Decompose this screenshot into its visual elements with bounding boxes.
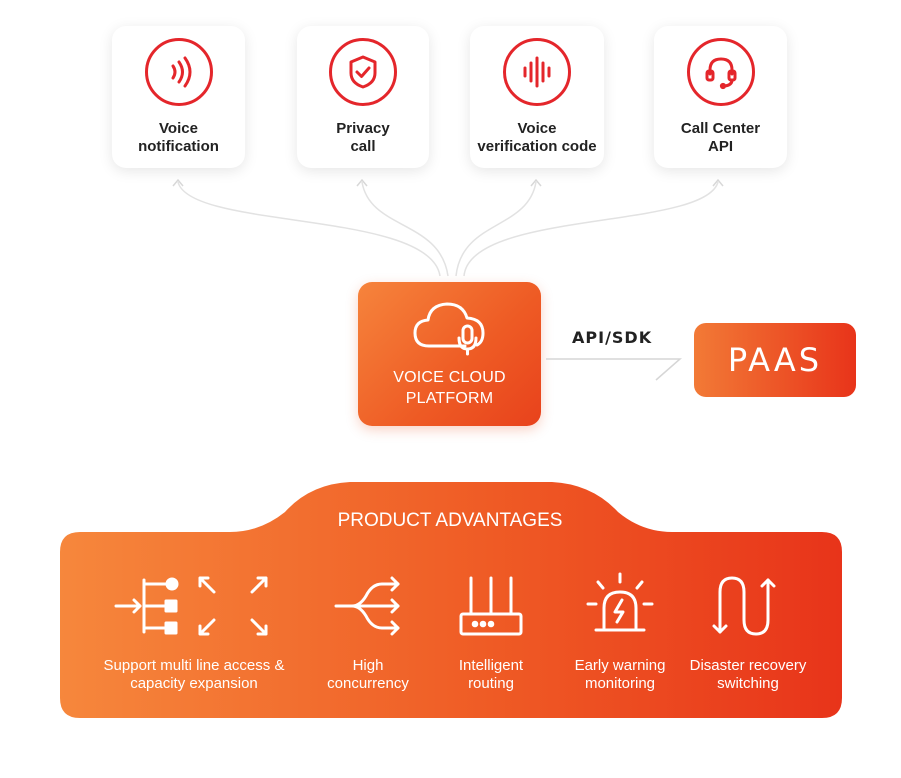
alarm-light-icon — [582, 570, 658, 647]
paas-box: PAAS — [694, 323, 856, 397]
concurrency-arrows-icon — [330, 570, 406, 647]
headset-icon — [686, 38, 755, 106]
cloud-microphone-icon — [407, 296, 493, 363]
multi-line-expand-icon — [114, 570, 274, 647]
advantages-panel — [60, 482, 842, 718]
api-connector-arrow — [546, 358, 682, 381]
shield-check-icon — [329, 38, 397, 106]
sound-waves-icon — [144, 38, 213, 106]
audio-bars-icon — [503, 38, 571, 106]
router-icon — [453, 570, 529, 647]
advantage-label: Support multi line access &capacity expa… — [103, 657, 285, 692]
advantages-title: PRODUCT ADVANTAGES — [337, 510, 563, 531]
advantage-multi-line-access: Support multi line access &capacity expa… — [98, 570, 290, 693]
api-sdk-label: API/SDK — [572, 328, 653, 347]
switch-path-icon — [710, 570, 786, 647]
